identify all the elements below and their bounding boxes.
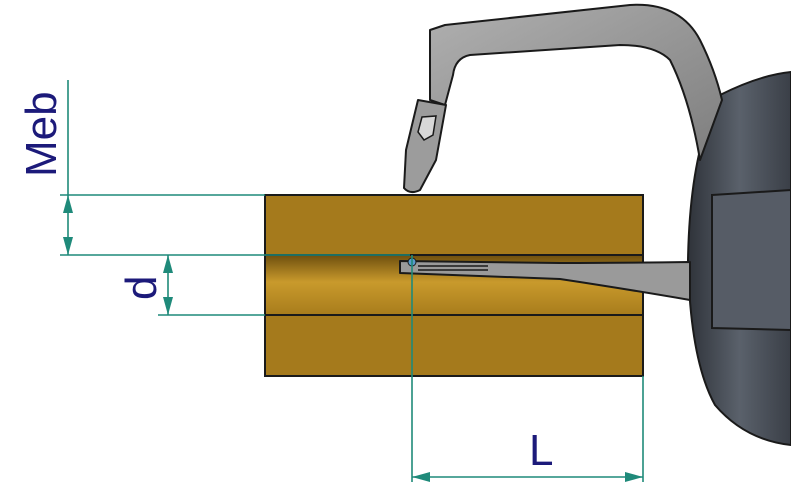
- dimension-meb: Meb: [17, 80, 410, 256]
- workpiece-top-layer: [264, 194, 644, 256]
- dimension-d: d: [117, 255, 265, 316]
- dimension-L: L: [411, 255, 644, 482]
- upper-caliper-arm: [403, 3, 723, 194]
- lower-measuring-finger: [399, 257, 691, 301]
- d-label: d: [117, 276, 166, 300]
- gauge-body: [686, 70, 791, 447]
- workpiece-bottom-layer: [264, 314, 644, 377]
- L-label: L: [529, 426, 553, 475]
- meb-label: Meb: [17, 91, 66, 177]
